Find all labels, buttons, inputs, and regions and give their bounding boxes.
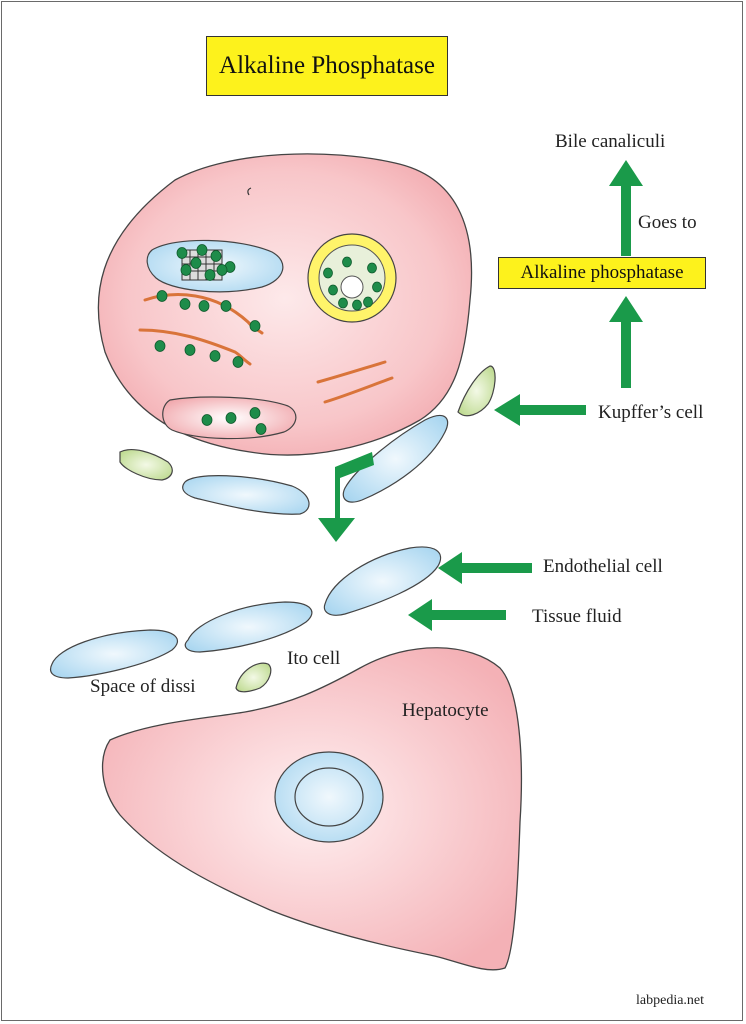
yellow-vesicle (307, 233, 397, 323)
title-box: Alkaline Phosphatase (206, 36, 448, 96)
watermark: labpedia.net (636, 993, 704, 1008)
downward-arrow (318, 452, 374, 542)
right-arrows (408, 160, 643, 631)
label-space-of-dissi: Space of dissi (90, 676, 196, 697)
label-kupffer-cell: Kupffer’s cell (598, 402, 703, 423)
kupffer-cell-shape (457, 365, 496, 417)
label-tissue-fluid: Tissue fluid (532, 606, 622, 627)
ito-cell-shape (235, 662, 272, 693)
granules-golgi (176, 244, 236, 281)
label-endothelial-cell: Endothelial cell (543, 556, 663, 577)
pink-organelle (162, 396, 297, 440)
upper-hepatocyte-cell (97, 153, 473, 456)
alkaline-phosphatase-box: Alkaline phosphatase (498, 257, 706, 289)
granules-er (154, 290, 261, 368)
lower-hepatocyte-cell (101, 647, 523, 971)
label-bile-canaliculi: Bile canaliculi (555, 131, 665, 152)
blue-organelle (146, 239, 284, 293)
nucleus (274, 751, 384, 843)
label-ito-cell: Ito cell (287, 648, 340, 669)
lower-endothelial-row (49, 546, 442, 679)
label-hepatocyte: Hepatocyte (402, 700, 489, 721)
rough-er (138, 293, 394, 404)
label-goes-to: Goes to (638, 212, 697, 233)
upper-endothelial-row (119, 415, 449, 515)
